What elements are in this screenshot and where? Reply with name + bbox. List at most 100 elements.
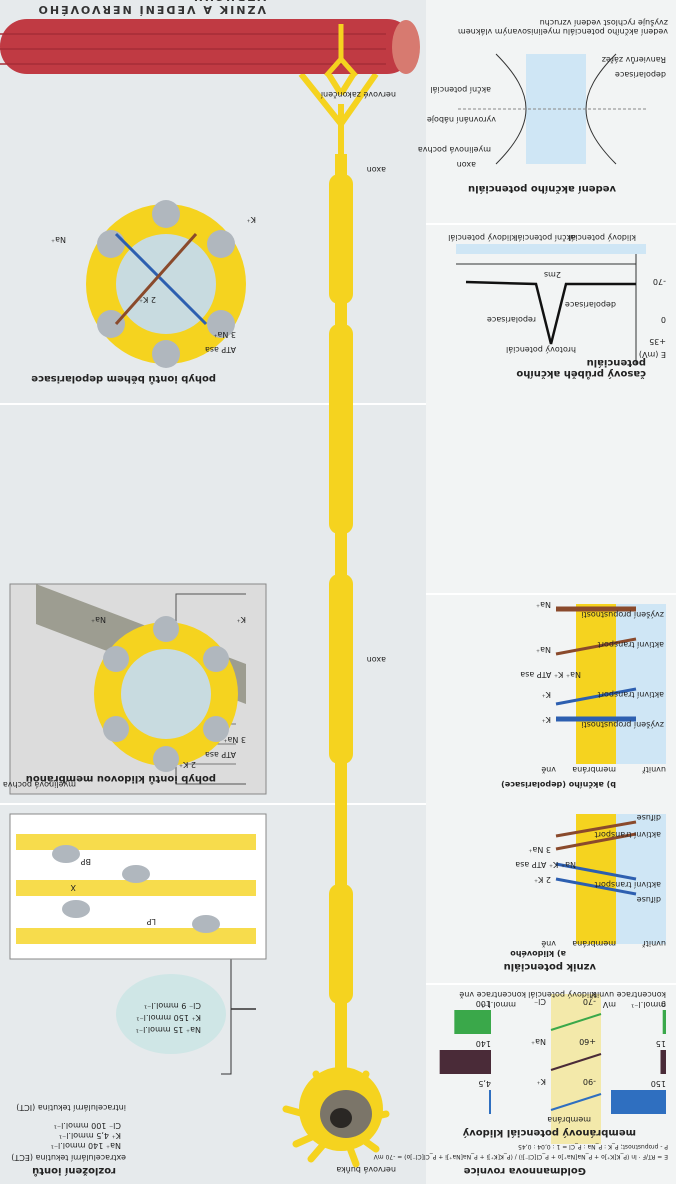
ect-label: extracelulární tekutina (ECT)	[11, 1153, 126, 1162]
vznik-a-membrane	[555, 814, 666, 944]
tc-ytick-2: -70	[652, 277, 666, 286]
tc-bottom-1: akční potenciál	[515, 233, 576, 242]
axon-label-1: axon	[366, 655, 386, 664]
tc-peak: hrotový potenciál	[506, 345, 576, 354]
bar-in-1	[660, 1050, 666, 1074]
potential-line-1	[550, 1053, 602, 1071]
ion-depol-na: Na⁺	[50, 235, 66, 244]
goldman-legend: P - propustnost; P_K : P_Na : P_Cl = 1 :…	[518, 1143, 668, 1150]
cond-caption: vedení akčního potenciálu myelinisovaným…	[458, 18, 668, 36]
ion-depol-heading: pohyb iontů během depolarisace	[31, 373, 216, 384]
vznik-b-l5: Na⁺	[535, 645, 551, 654]
ion-name-2: Cl⁻	[533, 997, 546, 1006]
tc-ytick-1: 0	[660, 315, 666, 324]
cond-l0: axon	[456, 160, 476, 169]
cond-l3: akční potenciál	[430, 85, 491, 94]
ion-depol-3na: 3 Na⁺	[213, 330, 236, 339]
resting-potential-chart	[439, 994, 666, 1144]
muscle-fiber	[0, 19, 420, 154]
vznik-a-l0: difuse	[636, 895, 661, 904]
ion-circle-depol	[86, 200, 246, 368]
vznik-a-l4: 3 Na⁺	[528, 845, 551, 854]
ion-in-0: 150	[650, 1079, 666, 1088]
action-potential-curve	[456, 244, 646, 364]
vznik-a-l6: difuse	[636, 813, 661, 822]
ion-depol-atp: ATP asa	[204, 345, 236, 354]
vznik-heading: vznik potenciálu	[503, 961, 596, 972]
goldman-heading: Goldmannova rovnice	[463, 1165, 586, 1176]
cond-l1: myelinová pochva	[417, 145, 491, 154]
vznik-b-heading: b) akčního (depolarisace)	[501, 780, 616, 789]
vznik-b-l0: zvýšení propustnosti	[581, 720, 664, 729]
axon-label-2: axon	[366, 165, 386, 174]
vznik-b-l8: Na⁺	[535, 600, 551, 609]
potential-line-0	[550, 1093, 602, 1111]
ict-na: Na⁺ 15 mmol.l⁻¹	[135, 1025, 201, 1034]
potential-line-2	[550, 1013, 602, 1031]
vznik-b-l1: aktivní transport	[597, 690, 664, 699]
tc-bottom-0: klidový potenciál	[448, 233, 516, 242]
ion-potential-1: +60	[579, 1037, 596, 1046]
membrane-detail	[9, 813, 267, 960]
tc-duration: 2ms	[543, 270, 561, 279]
ion-resting-2k: 2 K⁺	[178, 760, 196, 769]
cond-l2: vyrovnání náboje	[426, 115, 496, 124]
resting-membrane: membrána	[547, 1115, 591, 1124]
conduction-diagram	[456, 53, 646, 165]
resting-heading: membránový potenciál klidový	[462, 1127, 636, 1138]
ion-name-0: K⁺	[536, 1077, 546, 1086]
ion-resting-na: Na⁺	[90, 615, 106, 624]
bar-out-0	[489, 1090, 491, 1114]
vznik-a-heading: a) klidového	[510, 949, 566, 958]
bar-in-0	[611, 1090, 666, 1114]
ion-out-2: 100	[475, 999, 491, 1008]
vznik-b-membrana: membrána	[572, 765, 616, 774]
tc-repol: repolarisace	[486, 315, 536, 324]
x-label: X	[70, 883, 76, 892]
axon	[329, 154, 353, 1074]
ion-resting-3na: 3 Na⁺	[223, 735, 246, 744]
neuron-cell-body	[282, 1067, 390, 1168]
vznik-b-l4: Na⁺ K⁺ ATP asa	[520, 670, 581, 679]
timecourse-heading: časový průběh akčního potenciálu	[516, 357, 646, 379]
ion-depol-k: K⁺	[246, 215, 256, 224]
bp-label: BP	[80, 857, 91, 866]
ect-cl: Cl⁻ 100 mmol.l⁻¹	[53, 1121, 121, 1130]
ion-potential-0: -90	[582, 1077, 596, 1086]
ion-in-2: 9	[660, 999, 666, 1008]
bar-in-2	[662, 1010, 666, 1034]
ict-cl: Cl⁻ 9 mmol.l⁻¹	[143, 1001, 201, 1010]
ect-na: Na⁺ 140 mmol.l⁻¹	[50, 1141, 121, 1150]
goldman-equation: E = RT/F · ln (P_K[K⁺]o + P_Na[Na⁺]o + P…	[373, 1153, 668, 1160]
ion-name-1: Na⁺	[530, 1037, 546, 1046]
poster-title: VZNIK A VEDENÍ NERVOVÉHO VZRUCHU	[36, 0, 266, 16]
vznik-b-l6: aktivní transport	[597, 640, 664, 649]
distribution-heading: rozložení iontů	[32, 1165, 116, 1176]
conduction-heading: vedení akčního potenciálu	[468, 183, 616, 194]
tc-ytick-0: +35	[649, 337, 666, 346]
resting-conc-in: koncentrace uvnitř	[590, 990, 666, 999]
ion-in-1: 15	[655, 1039, 666, 1048]
vznik-b-l2: K⁺	[541, 715, 551, 724]
vznik-b-uvnitr: uvnitř	[642, 765, 666, 774]
cond-l4: depolarisace	[615, 70, 666, 79]
ion-circle-resting	[94, 616, 238, 772]
ion-resting-k: K⁺	[236, 615, 246, 624]
vznik-a-membrana: membrána	[572, 939, 616, 948]
ect-k: K⁺ 4,5 mmol.l⁻¹	[58, 1131, 121, 1140]
ict-k: K⁺ 150 mmol.l⁻¹	[136, 1013, 201, 1022]
vznik-a-uvnitr: uvnitř	[642, 939, 666, 948]
ion-out-0: 4,5	[478, 1079, 491, 1088]
ion-out-1: 140	[475, 1039, 491, 1048]
resting-conc-out: koncentrace vně	[459, 990, 526, 999]
tc-bottom-2: klidový potenciál	[568, 233, 636, 242]
vznik-b-l7: zvýšení propustnosti	[581, 610, 664, 619]
vznik-a-l2: 2 K⁺	[533, 875, 551, 884]
vznik-b-l3: K⁺	[541, 690, 551, 699]
lp-label: LP	[146, 917, 156, 926]
ion-resting-heading: pohyb iontů klidovou membránou	[25, 773, 216, 784]
tc-depol: depolarisace	[565, 300, 616, 309]
bar-out-2	[454, 1010, 491, 1034]
cell-body-label: nervová buňka	[336, 1165, 396, 1174]
